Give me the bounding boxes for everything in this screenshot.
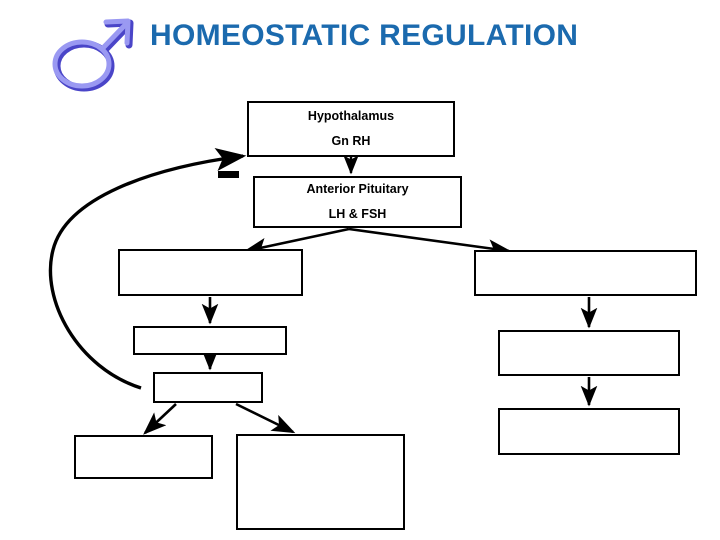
node-right-1[interactable] bbox=[474, 250, 697, 296]
arrow-pituitary-to-right-1 bbox=[348, 227, 512, 257]
node-anterior-pituitary-line2: LH & FSH bbox=[328, 207, 387, 221]
node-hypothalamus-line2: Gn RH bbox=[331, 134, 371, 148]
arrow-left-3-to-bottom-center bbox=[235, 402, 296, 434]
node-anterior-pituitary[interactable]: Anterior Pituitary LH & FSH bbox=[253, 176, 462, 228]
node-left-2[interactable] bbox=[133, 326, 287, 355]
node-bottom-center[interactable] bbox=[236, 434, 405, 530]
node-left-3[interactable] bbox=[153, 372, 263, 403]
node-hypothalamus-line1: Hypothalamus bbox=[307, 109, 395, 123]
negative-feedback-minus-sign bbox=[218, 171, 239, 178]
node-hypothalamus[interactable]: Hypothalamus Gn RH bbox=[247, 101, 455, 157]
arrow-pituitary-to-left-1 bbox=[243, 227, 350, 256]
male-symbol-icon bbox=[52, 18, 134, 92]
page-title: HOMEOSTATIC REGULATION bbox=[150, 19, 579, 52]
arrow-left-3-to-bottom-left bbox=[143, 403, 177, 435]
node-right-2[interactable] bbox=[498, 330, 680, 376]
node-anterior-pituitary-line1: Anterior Pituitary bbox=[306, 182, 409, 196]
node-right-3[interactable] bbox=[498, 408, 680, 455]
node-bottom-left[interactable] bbox=[74, 435, 213, 479]
arrow-negative-feedback-curve bbox=[48, 148, 247, 390]
node-left-1[interactable] bbox=[118, 249, 303, 296]
